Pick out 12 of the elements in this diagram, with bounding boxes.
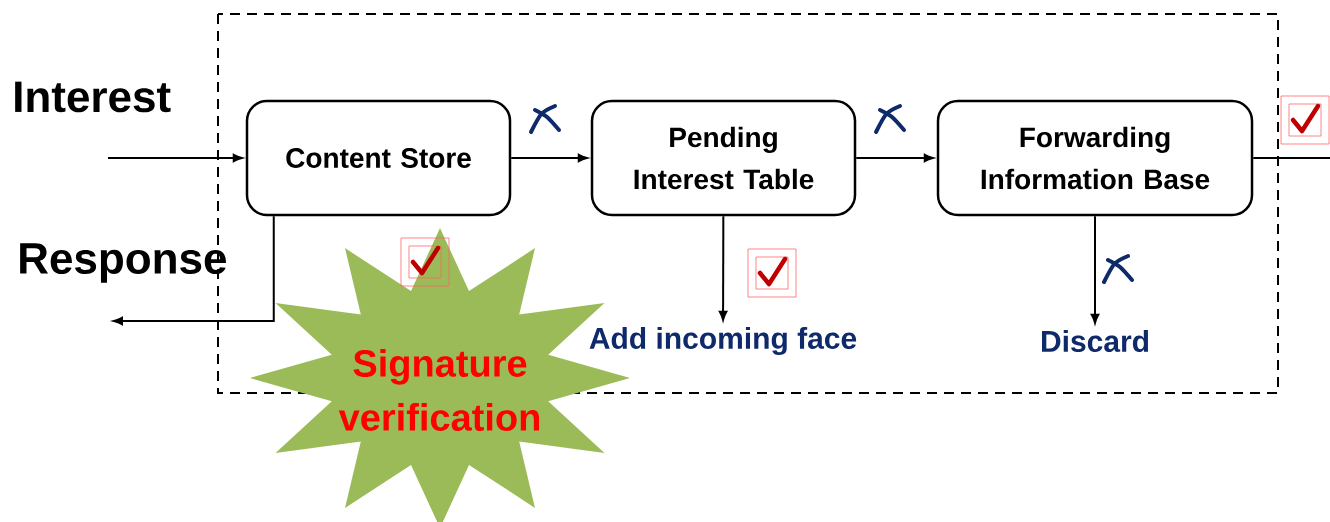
arrow [510,153,588,163]
arrow [855,153,934,163]
arrow [718,215,728,321]
arrow [113,215,275,326]
side-label: Interest [15,81,171,113]
process-box: Forwarding Information Base [936,99,1254,217]
arrow [107,153,243,163]
side-label: Response [20,243,226,283]
outcome-text: Discard [1042,330,1149,352]
process-box: Content Store [245,99,512,217]
arrow [1090,215,1100,324]
process-box: Pending Interest Table [590,99,857,217]
